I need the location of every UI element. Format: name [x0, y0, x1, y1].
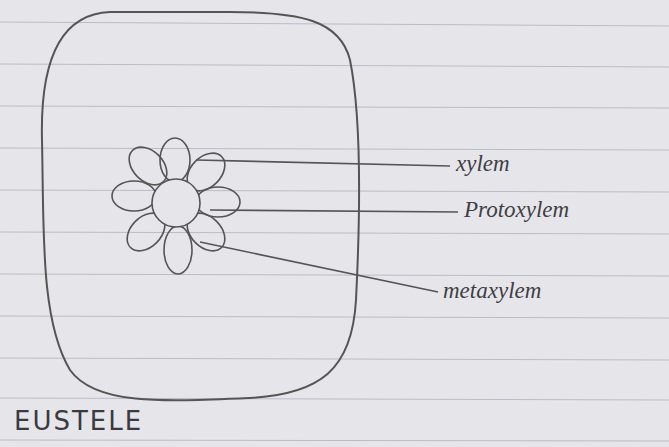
leader-lines: [196, 160, 458, 292]
xylem-label: xylem: [456, 152, 510, 175]
stem-outline: [42, 12, 359, 400]
diagram-caption: EUSTELE: [14, 408, 143, 434]
protoxylem-label: Protoxylem: [464, 198, 569, 221]
ruled-lines: [0, 22, 669, 441]
metaxylem-label: metaxylem: [443, 279, 541, 302]
xylem-petals: [112, 138, 240, 274]
